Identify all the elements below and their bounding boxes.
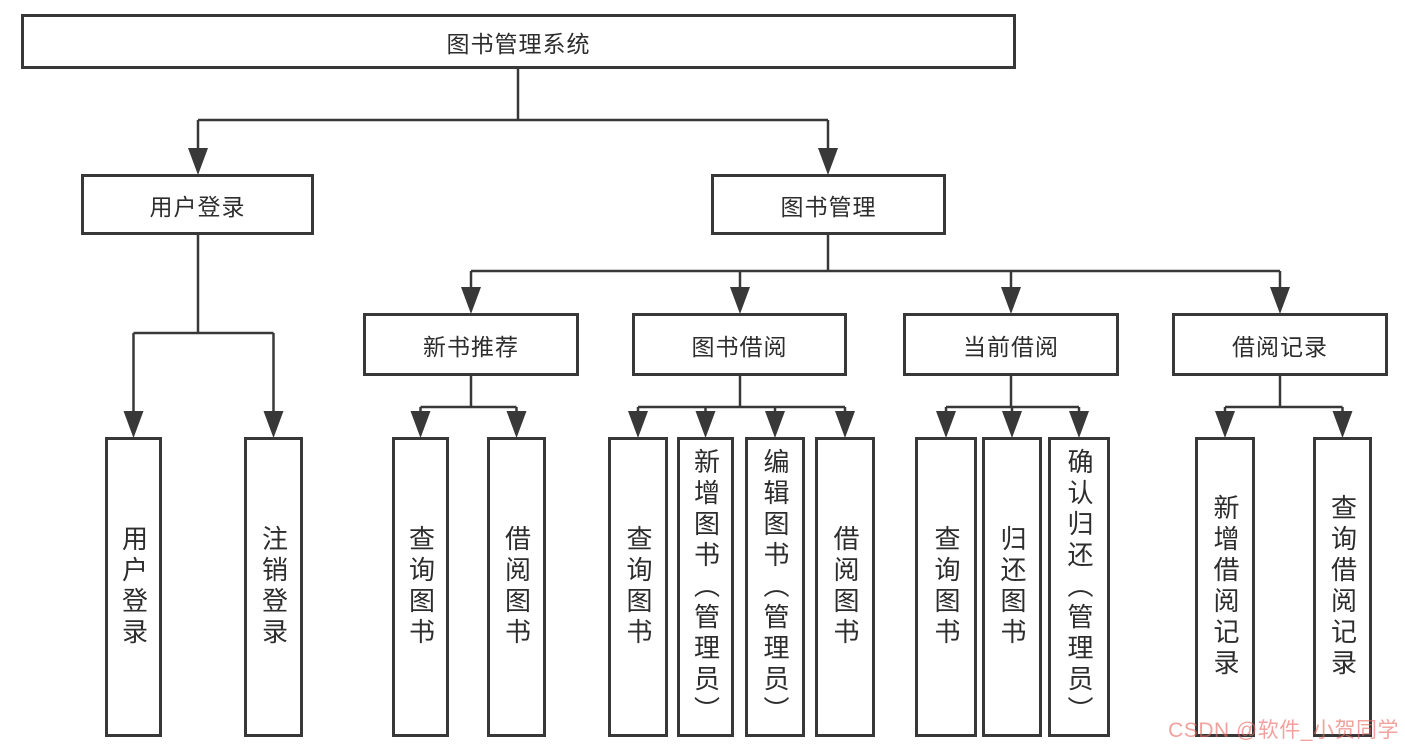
leaf-user-login: 用户登录 — [105, 437, 162, 737]
node-borrow-records: 借阅记录 — [1172, 313, 1388, 376]
leaf-add-book-admin: 新增图书（管理员） — [677, 437, 734, 737]
leaf-recommend-query-book: 查询图书 — [392, 437, 449, 737]
node-book-management: 图书管理 — [711, 174, 946, 235]
leaf-current-query-book: 查询图书 — [915, 437, 977, 737]
leaf-query-borrow-record: 查询借阅记录 — [1313, 437, 1372, 737]
node-library-management-system: 图书管理系统 — [21, 14, 1016, 69]
leaf-borrow-query-book: 查询图书 — [608, 437, 668, 737]
leaf-logout-login: 注销登录 — [244, 437, 303, 737]
leaf-return-book: 归还图书 — [982, 437, 1042, 737]
leaf-recommend-borrow-book: 借阅图书 — [487, 437, 546, 737]
leaf-borrow-book: 借阅图书 — [815, 437, 875, 737]
leaf-add-borrow-record: 新增借阅记录 — [1195, 437, 1255, 737]
node-user-login: 用户登录 — [81, 174, 314, 235]
leaf-confirm-return-admin: 确认归还（管理员） — [1048, 437, 1110, 737]
node-book-borrow: 图书借阅 — [632, 313, 847, 376]
node-current-borrow: 当前借阅 — [903, 313, 1119, 376]
leaf-edit-book-admin: 编辑图书（管理员） — [745, 437, 805, 737]
node-new-book-recommend: 新书推荐 — [363, 313, 579, 376]
csdn-watermark: CSDN @软件_小贺同学 — [1168, 719, 1399, 742]
